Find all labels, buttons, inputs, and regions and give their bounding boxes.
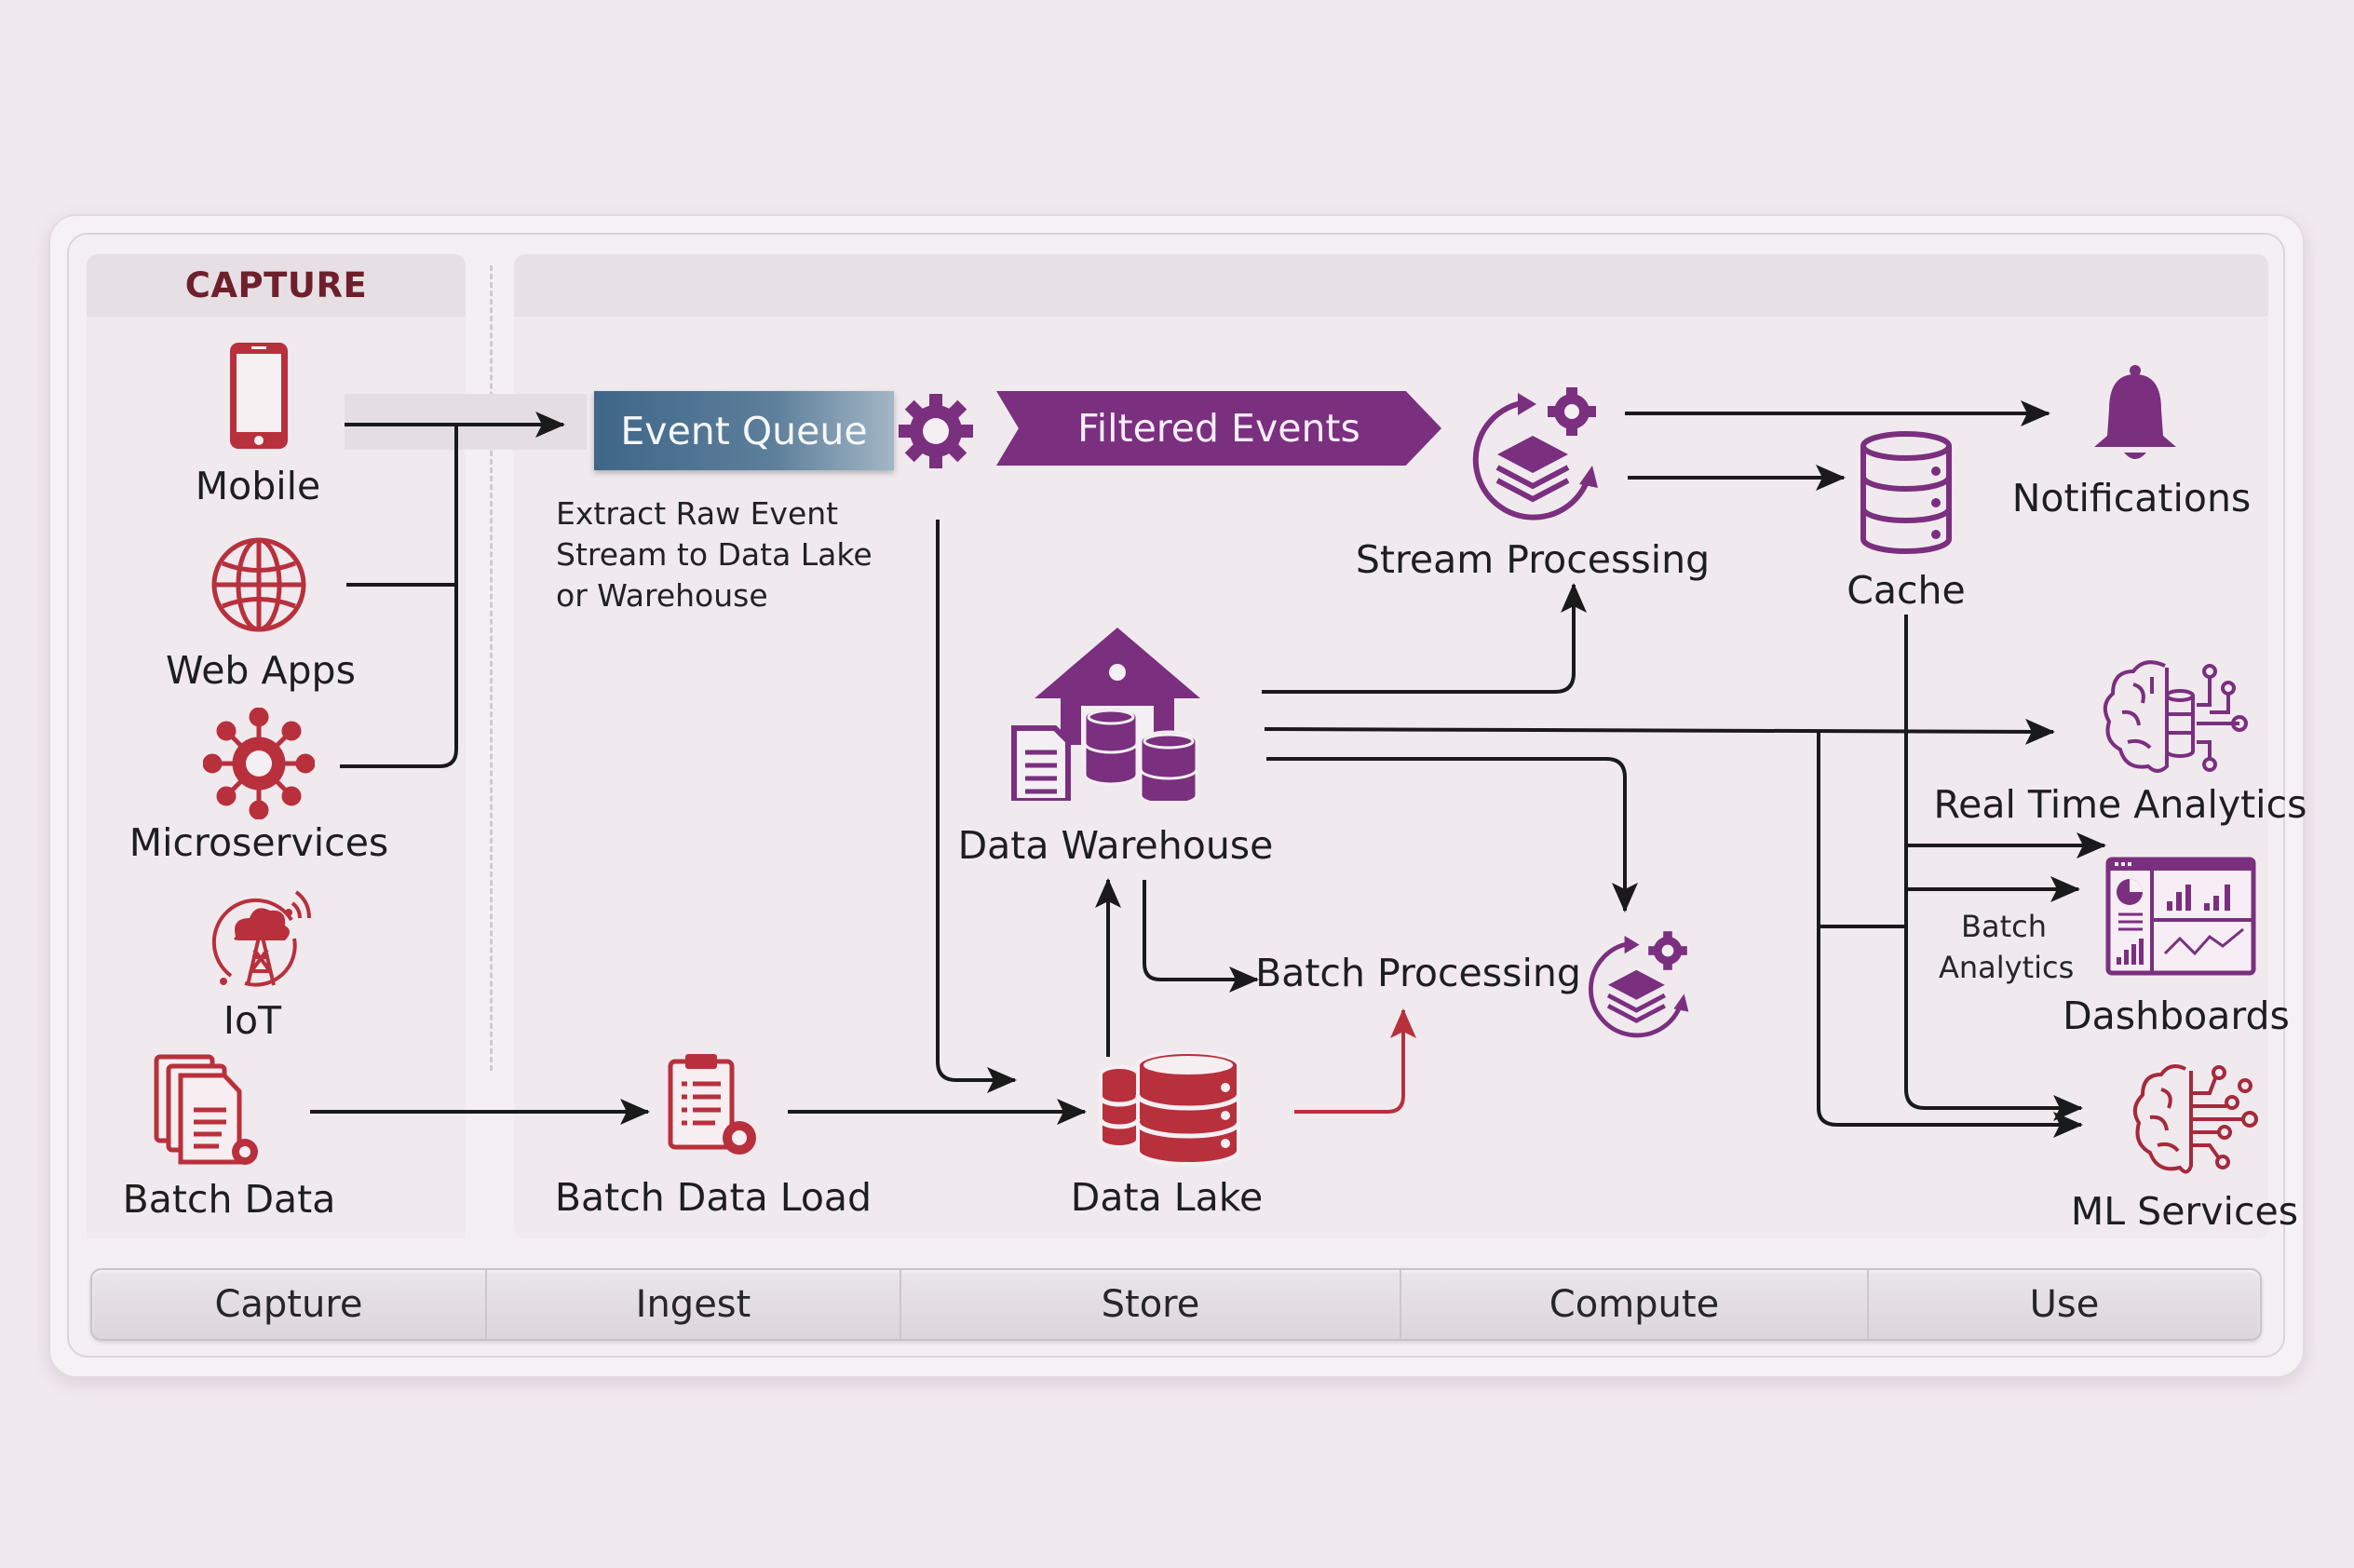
brain-analytics-icon <box>2103 660 2248 773</box>
brain-ml-icon <box>2132 1064 2258 1174</box>
event-queue-box[interactable]: Event Queue <box>594 391 894 470</box>
filtered-events-banner[interactable]: Filtered Events <box>996 391 1441 466</box>
stage-capture[interactable]: Capture <box>92 1270 487 1339</box>
dashboards-label: Dashboards <box>2063 994 2290 1038</box>
data-lake-label: Data Lake <box>1070 1175 1264 1220</box>
stage-ingest[interactable]: Ingest <box>487 1270 901 1339</box>
stage-use[interactable]: Use <box>2029 1283 2100 1326</box>
globe-icon <box>211 537 306 632</box>
stage-compute[interactable]: Compute <box>1401 1270 1869 1339</box>
data-warehouse-label: Data Warehouse <box>957 823 1274 868</box>
source-label-web-apps: Web Apps <box>166 648 356 693</box>
batch-data-load-label: Batch Data Load <box>554 1175 873 1220</box>
batch-processing-label: Batch Processing <box>1255 951 1581 995</box>
document-stack-gear-icon <box>154 1054 258 1165</box>
dashboard-icon <box>2105 857 2256 976</box>
extract-note: Extract Raw Event Stream to Data Lake or… <box>556 495 873 614</box>
ml-services-label: ML Services <box>2070 1189 2299 1234</box>
gear-icon <box>899 394 973 468</box>
stage-bar: Capture Ingest Store Compute Use <box>90 1268 2262 1341</box>
source-label-microservices: Microservices <box>129 820 389 865</box>
capture-divider <box>490 265 493 1071</box>
clipboard-gear-icon <box>668 1054 756 1155</box>
capture-header: CAPTURE <box>87 254 466 317</box>
bell-icon <box>2094 365 2176 459</box>
source-label-iot: IoT <box>223 998 282 1043</box>
cache-label: Cache <box>1847 568 1966 613</box>
iot-tower-cloud-icon <box>211 890 311 987</box>
stage-header-band <box>514 254 2268 317</box>
stream-processing-label: Stream Processing <box>1355 537 1711 582</box>
source-label-mobile: Mobile <box>195 464 321 508</box>
data-lake-icon <box>1098 1052 1241 1166</box>
data-warehouse-icon <box>1011 628 1200 801</box>
cache-database-icon <box>1860 431 1952 554</box>
stream-processing-icon <box>1472 387 1598 520</box>
real-time-analytics-label: Real Time Analytics <box>1933 782 2307 827</box>
batch-analytics-label: Batch Analytics <box>1939 909 2075 985</box>
mobile-phone-icon <box>230 343 288 449</box>
stage-store[interactable]: Store <box>901 1270 1401 1339</box>
microservices-hub-icon <box>203 708 315 819</box>
notifications-label: Notifications <box>2011 476 2252 520</box>
batch-processing-icon <box>1589 931 1689 1038</box>
source-label-batch-data: Batch Data <box>122 1177 336 1222</box>
